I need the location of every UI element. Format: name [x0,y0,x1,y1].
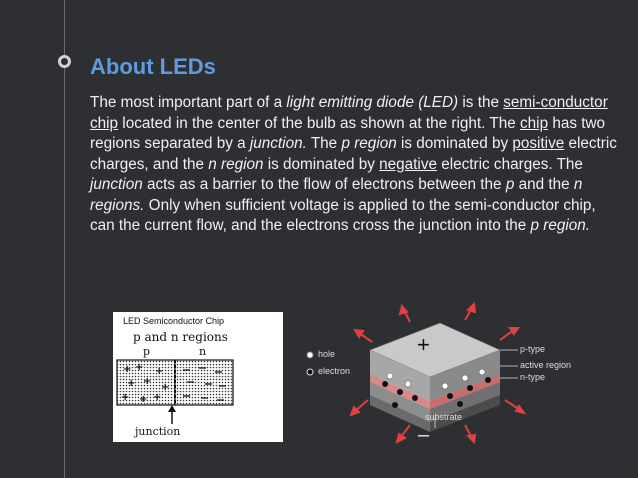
timeline-line [64,0,65,478]
holes [386,368,486,390]
p-type-left [370,350,430,401]
region-leaders [434,349,518,428]
text-run: Only when sufficient voltage is applied … [90,196,596,235]
p-region-label: p [143,345,151,358]
text-run: is dominated by [263,155,380,173]
timeline-bullet [58,55,71,68]
junction-arrow-head [168,405,176,412]
n-type-left [370,382,430,422]
electron-legend-icon [306,368,314,376]
text-run: The most important part of a [90,94,287,111]
text-run: is the [458,94,504,111]
text-run-italic: light emitting diode (LED) [286,94,459,111]
chip-diagram-subtitle: p and n regions [133,330,228,344]
text-run-italic: n regions. [90,176,583,214]
svg-text:+: + [155,366,163,377]
hole-legend-label: hole [318,349,336,359]
active-right [430,374,500,409]
text-run: The [306,135,342,152]
text-run-underline: positive [512,135,565,152]
text-run-italic: p region. [530,217,590,234]
chip-drawing: +++ +++ +++ [116,359,234,424]
svg-text:+: + [161,382,169,393]
text-run: located in the center of the bulb as sho… [118,114,521,132]
chip-diagram-title: LED Semiconductor Chip [123,316,225,326]
led-layer-drawing [306,301,527,445]
minus-sign: – [418,424,430,446]
n-type-label: n-type [520,372,546,382]
svg-text:+: + [139,394,147,405]
electron-legend-label: electron [318,366,351,376]
svg-text:+: + [135,362,143,373]
led-layer-diagram: hole electron + – p-type active region n… [300,300,590,450]
n-region-label: n [199,345,207,358]
text-run: has two regions separated by a [90,114,606,153]
text-run-italic: p region [341,135,397,152]
svg-text:+: + [143,376,151,387]
svg-text:+: + [153,392,161,403]
plus-sign: + [417,332,430,357]
substrate-left [370,395,430,432]
text-run: electric charges, and the [90,135,617,173]
positive-charges: +++ +++ +++ [121,362,169,405]
hole-legend-icon [306,351,314,359]
text-run: acts as a barrier to the flow of electro… [142,176,506,193]
text-run-italic: junction [90,176,143,193]
text-run-underline: chip [520,114,549,132]
light-arrows [349,301,527,445]
slide-title: About LEDs [90,54,216,79]
text-run: electric charges. The [436,155,583,173]
substrate-right [430,395,500,432]
p-region-block [116,359,176,406]
text-run-underline: negative [379,155,437,173]
svg-text:+: + [127,378,135,389]
n-type-right [430,382,500,422]
active-region-label: active region [520,360,572,370]
text-run-italic: n region [208,155,264,173]
chip-diagram: LED Semiconductor Chip p and n regions p… [113,312,283,442]
negative-charges [183,367,226,401]
slide-paragraph: The most important part of a light emitt… [90,93,618,237]
text-run: and the [514,176,574,193]
electrons [382,377,491,408]
junction-label: junction [135,425,181,438]
svg-text:+: + [123,364,131,375]
text-run-italic: junction. [249,135,307,152]
text-run: is dominated by [396,135,513,152]
substrate-label: substrate [425,412,463,422]
text-run-italic: p [505,176,515,193]
p-type-label: p-type [520,344,546,354]
text-run-underline: semi-conductor chip [90,94,608,132]
svg-text:+: + [121,392,129,403]
